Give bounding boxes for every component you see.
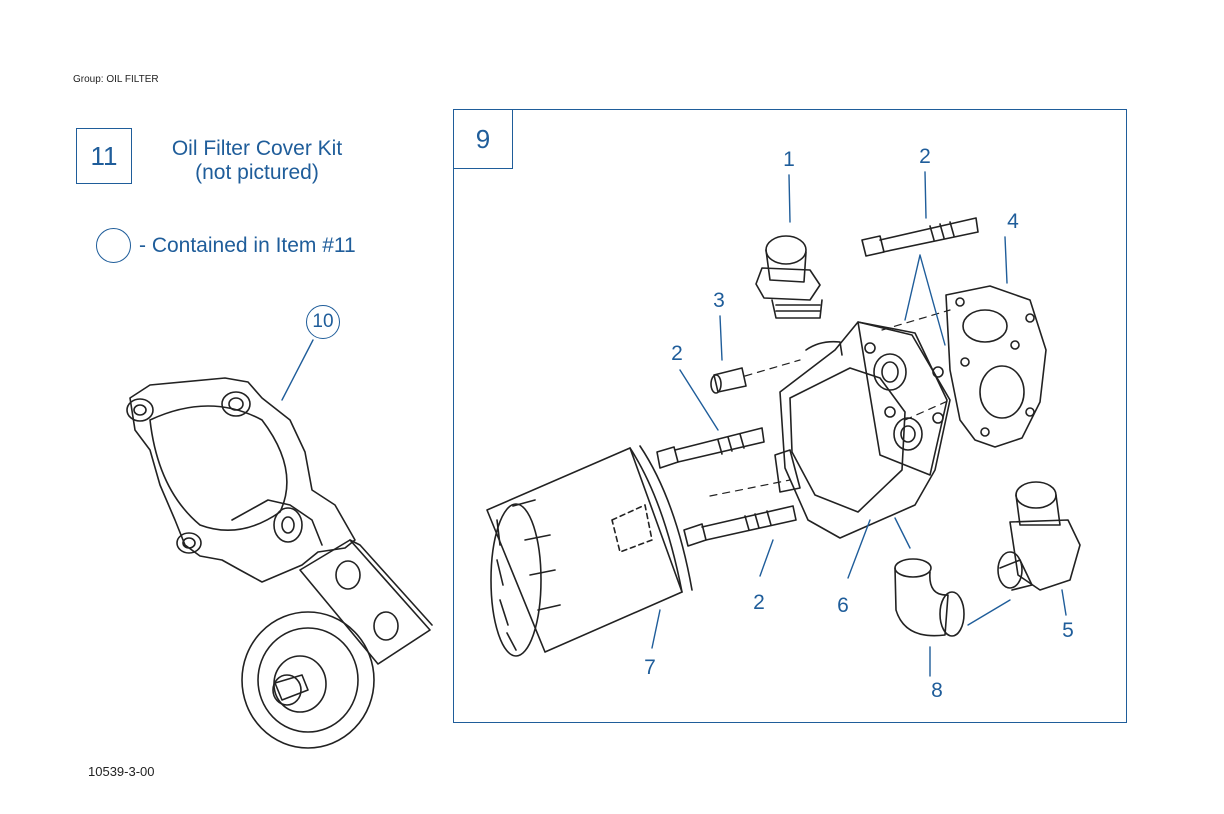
kit-number-box: 11 bbox=[76, 128, 132, 184]
callout-2-bottom: 2 bbox=[753, 591, 765, 614]
part-8-elbow bbox=[894, 558, 965, 637]
callout-10-label: 10 bbox=[312, 311, 334, 332]
part-2-bolts bbox=[656, 217, 979, 547]
kit-title: Oil Filter Cover Kit (not pictured) bbox=[144, 137, 370, 185]
assembly-number: 9 bbox=[475, 123, 491, 154]
part-1-straight-fitting bbox=[755, 235, 823, 319]
legend-circle-icon bbox=[96, 228, 131, 263]
callout-3: 3 bbox=[713, 289, 725, 312]
callout-8: 8 bbox=[931, 679, 943, 702]
kit-title-line2: (not pictured) bbox=[195, 161, 319, 184]
drawing-number: 10539-3-00 bbox=[88, 764, 155, 779]
callout-6: 6 bbox=[837, 594, 849, 617]
callout-2-top: 2 bbox=[919, 145, 931, 168]
callout-1: 1 bbox=[783, 148, 795, 171]
assembly-number-box: 9 bbox=[453, 109, 513, 169]
part-5-elbow-fitting bbox=[997, 481, 1081, 591]
assembly-frame bbox=[453, 109, 1127, 723]
callout-5: 5 bbox=[1062, 619, 1074, 642]
group-label: Group: OIL FILTER bbox=[73, 74, 159, 85]
legend: - Contained in Item #11 bbox=[96, 228, 356, 263]
callout-2-middle: 2 bbox=[671, 342, 683, 365]
part-6-filter-head bbox=[774, 321, 951, 539]
callout-7: 7 bbox=[644, 656, 656, 679]
kit-number: 11 bbox=[90, 140, 118, 171]
assembly-dashes bbox=[709, 309, 951, 497]
callout-4: 4 bbox=[1007, 210, 1019, 233]
part-7-filter-canister bbox=[486, 445, 693, 657]
part-10-adapter-housing bbox=[126, 377, 433, 749]
part-3-plug bbox=[710, 367, 747, 394]
part-4-gasket bbox=[945, 285, 1047, 448]
kit-title-line1: Oil Filter Cover Kit bbox=[171, 137, 343, 160]
legend-text: - Contained in Item #11 bbox=[139, 233, 356, 257]
callout-10: 10 bbox=[306, 305, 340, 339]
